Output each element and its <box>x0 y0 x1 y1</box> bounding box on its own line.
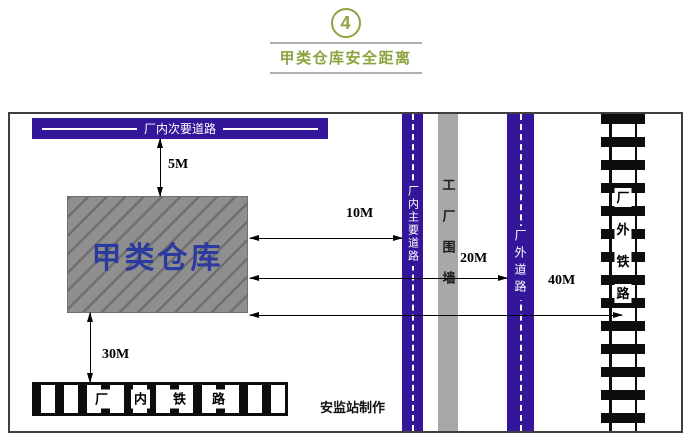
warehouse: 甲类仓库 <box>67 196 248 313</box>
secondary-road: 厂内次要道路 <box>32 118 328 139</box>
distance-30m: 30M <box>102 347 130 362</box>
distance-40m: 40M <box>548 273 576 288</box>
road-center-line <box>223 127 319 130</box>
railway-label-char: 内 <box>131 389 151 409</box>
road-dashed-line <box>411 114 414 431</box>
arrow-30m <box>87 312 93 383</box>
page-title: 甲类仓库安全距离 <box>279 50 412 67</box>
distance-5m: 5M <box>168 157 189 172</box>
outer-railway-label: 厂 外 铁 路 <box>614 188 632 303</box>
arrow-5m <box>157 138 163 197</box>
credit-text: 安监站制作 <box>320 400 386 415</box>
railway-label-char: 路 <box>614 284 632 303</box>
railway-label-char: 铁 <box>614 252 632 271</box>
main-road-label: 厂内主要道路 <box>404 182 421 266</box>
road-center-line <box>42 127 137 130</box>
inner-railway: 厂 内 铁 路 <box>32 382 288 416</box>
header: 4 甲类仓库安全距离 <box>0 8 691 74</box>
diagram-canvas: 厂内次要道路 厂内主要道路 工厂围墙 厂外道路 厂 外 铁 路 <box>8 112 683 433</box>
secondary-road-label: 厂内次要道路 <box>144 122 217 136</box>
railway-label-char: 厂 <box>614 188 632 207</box>
outer-road: 厂外道路 <box>507 114 534 431</box>
factory-wall: 工厂围墙 <box>438 114 458 431</box>
warehouse-label: 甲类仓库 <box>91 241 224 275</box>
outer-road-label: 厂外道路 <box>512 226 529 300</box>
outer-railway: 厂 外 铁 路 <box>601 114 645 431</box>
distance-20m: 20M <box>460 251 488 266</box>
arrow-20m <box>249 275 508 281</box>
inner-railway-label: 厂 内 铁 路 <box>92 389 229 409</box>
header-divider-top <box>269 42 422 44</box>
step-number-badge: 4 <box>330 8 361 38</box>
factory-wall-label: 工厂围墙 <box>440 178 456 302</box>
step-number: 4 <box>340 12 351 33</box>
distance-10m: 10M <box>346 206 374 221</box>
arrow-40m <box>249 312 623 318</box>
main-road: 厂内主要道路 <box>402 114 423 431</box>
header-divider-bottom <box>269 72 422 74</box>
railway-label-char: 铁 <box>170 389 190 409</box>
railway-label-char: 外 <box>614 220 632 239</box>
arrow-10m <box>249 235 403 241</box>
railway-label-char: 厂 <box>92 389 112 409</box>
railway-label-char: 路 <box>209 389 229 409</box>
